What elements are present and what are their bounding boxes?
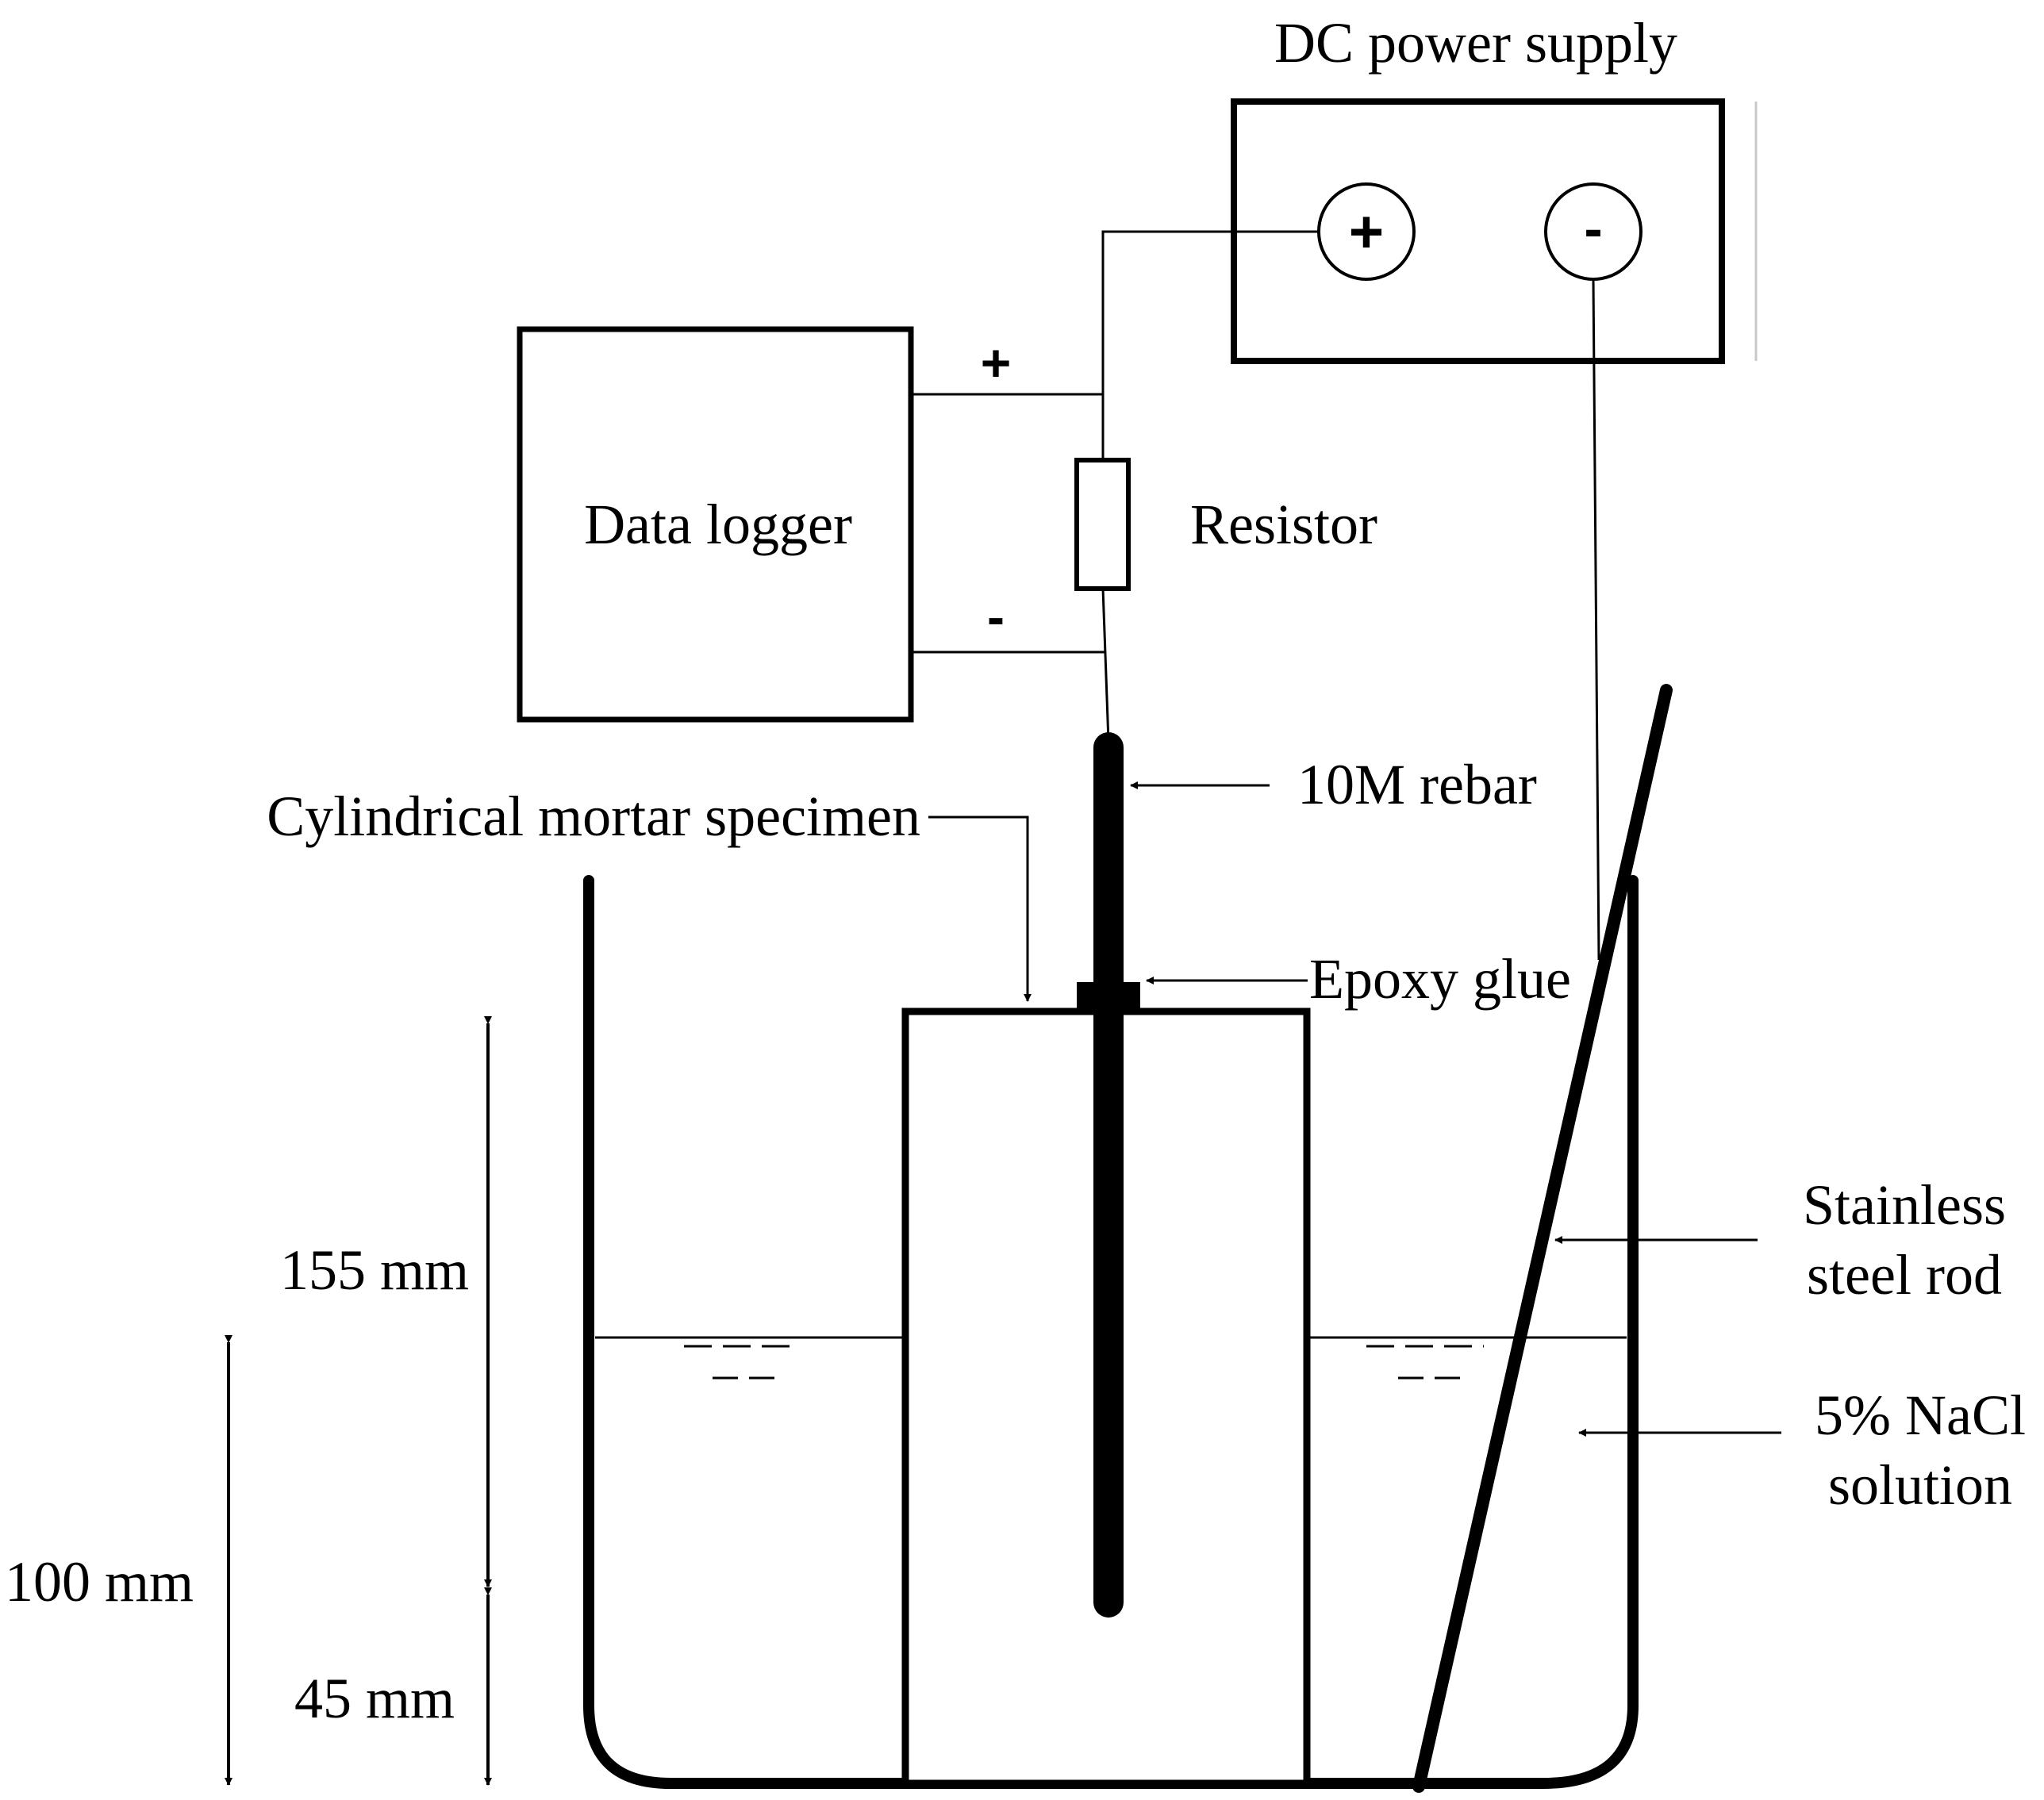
logger-plus-label: + bbox=[981, 333, 1012, 392]
logger-minus-label: - bbox=[987, 587, 1005, 646]
stainless-steel-rod bbox=[1412, 684, 1673, 1793]
negative-terminal-label: - bbox=[1584, 198, 1602, 259]
wire-to-rebar bbox=[1101, 588, 1110, 743]
dimension-100-label: 100 mm bbox=[5, 1550, 194, 1614]
wiring bbox=[911, 230, 1600, 961]
wire-negative bbox=[1592, 278, 1600, 961]
resistor bbox=[1074, 458, 1131, 591]
steel-rod-label-line2: steel rod bbox=[1807, 1243, 2002, 1307]
steel-rod-label-line1: Stainless bbox=[1803, 1173, 2006, 1237]
epoxy-label: Epoxy glue bbox=[1309, 947, 1571, 1011]
solution-surface bbox=[595, 1336, 1627, 1380]
solution-label-line1: 5% NaCl bbox=[1815, 1384, 2026, 1447]
positive-terminal-label: + bbox=[1349, 198, 1384, 266]
dimension-155-label: 155 mm bbox=[280, 1238, 469, 1302]
rebar-label: 10M rebar bbox=[1297, 753, 1537, 816]
dc-power-supply-label: DC power supply bbox=[1274, 11, 1677, 75]
wire-positive bbox=[1101, 230, 1319, 460]
specimen-label: Cylindrical mortar specimen bbox=[267, 785, 920, 848]
data-logger: Data logger bbox=[517, 326, 914, 723]
dc-power-supply: + - bbox=[1231, 98, 1758, 364]
specimen-callout-arrow bbox=[928, 816, 1032, 1002]
dimension-45-label: 45 mm bbox=[294, 1667, 455, 1730]
dimension-lines bbox=[225, 1016, 492, 1786]
solution-label-line2: solution bbox=[1828, 1453, 2012, 1517]
data-logger-label: Data logger bbox=[584, 493, 852, 556]
resistor-label: Resistor bbox=[1190, 493, 1377, 556]
callouts bbox=[928, 781, 1781, 1437]
